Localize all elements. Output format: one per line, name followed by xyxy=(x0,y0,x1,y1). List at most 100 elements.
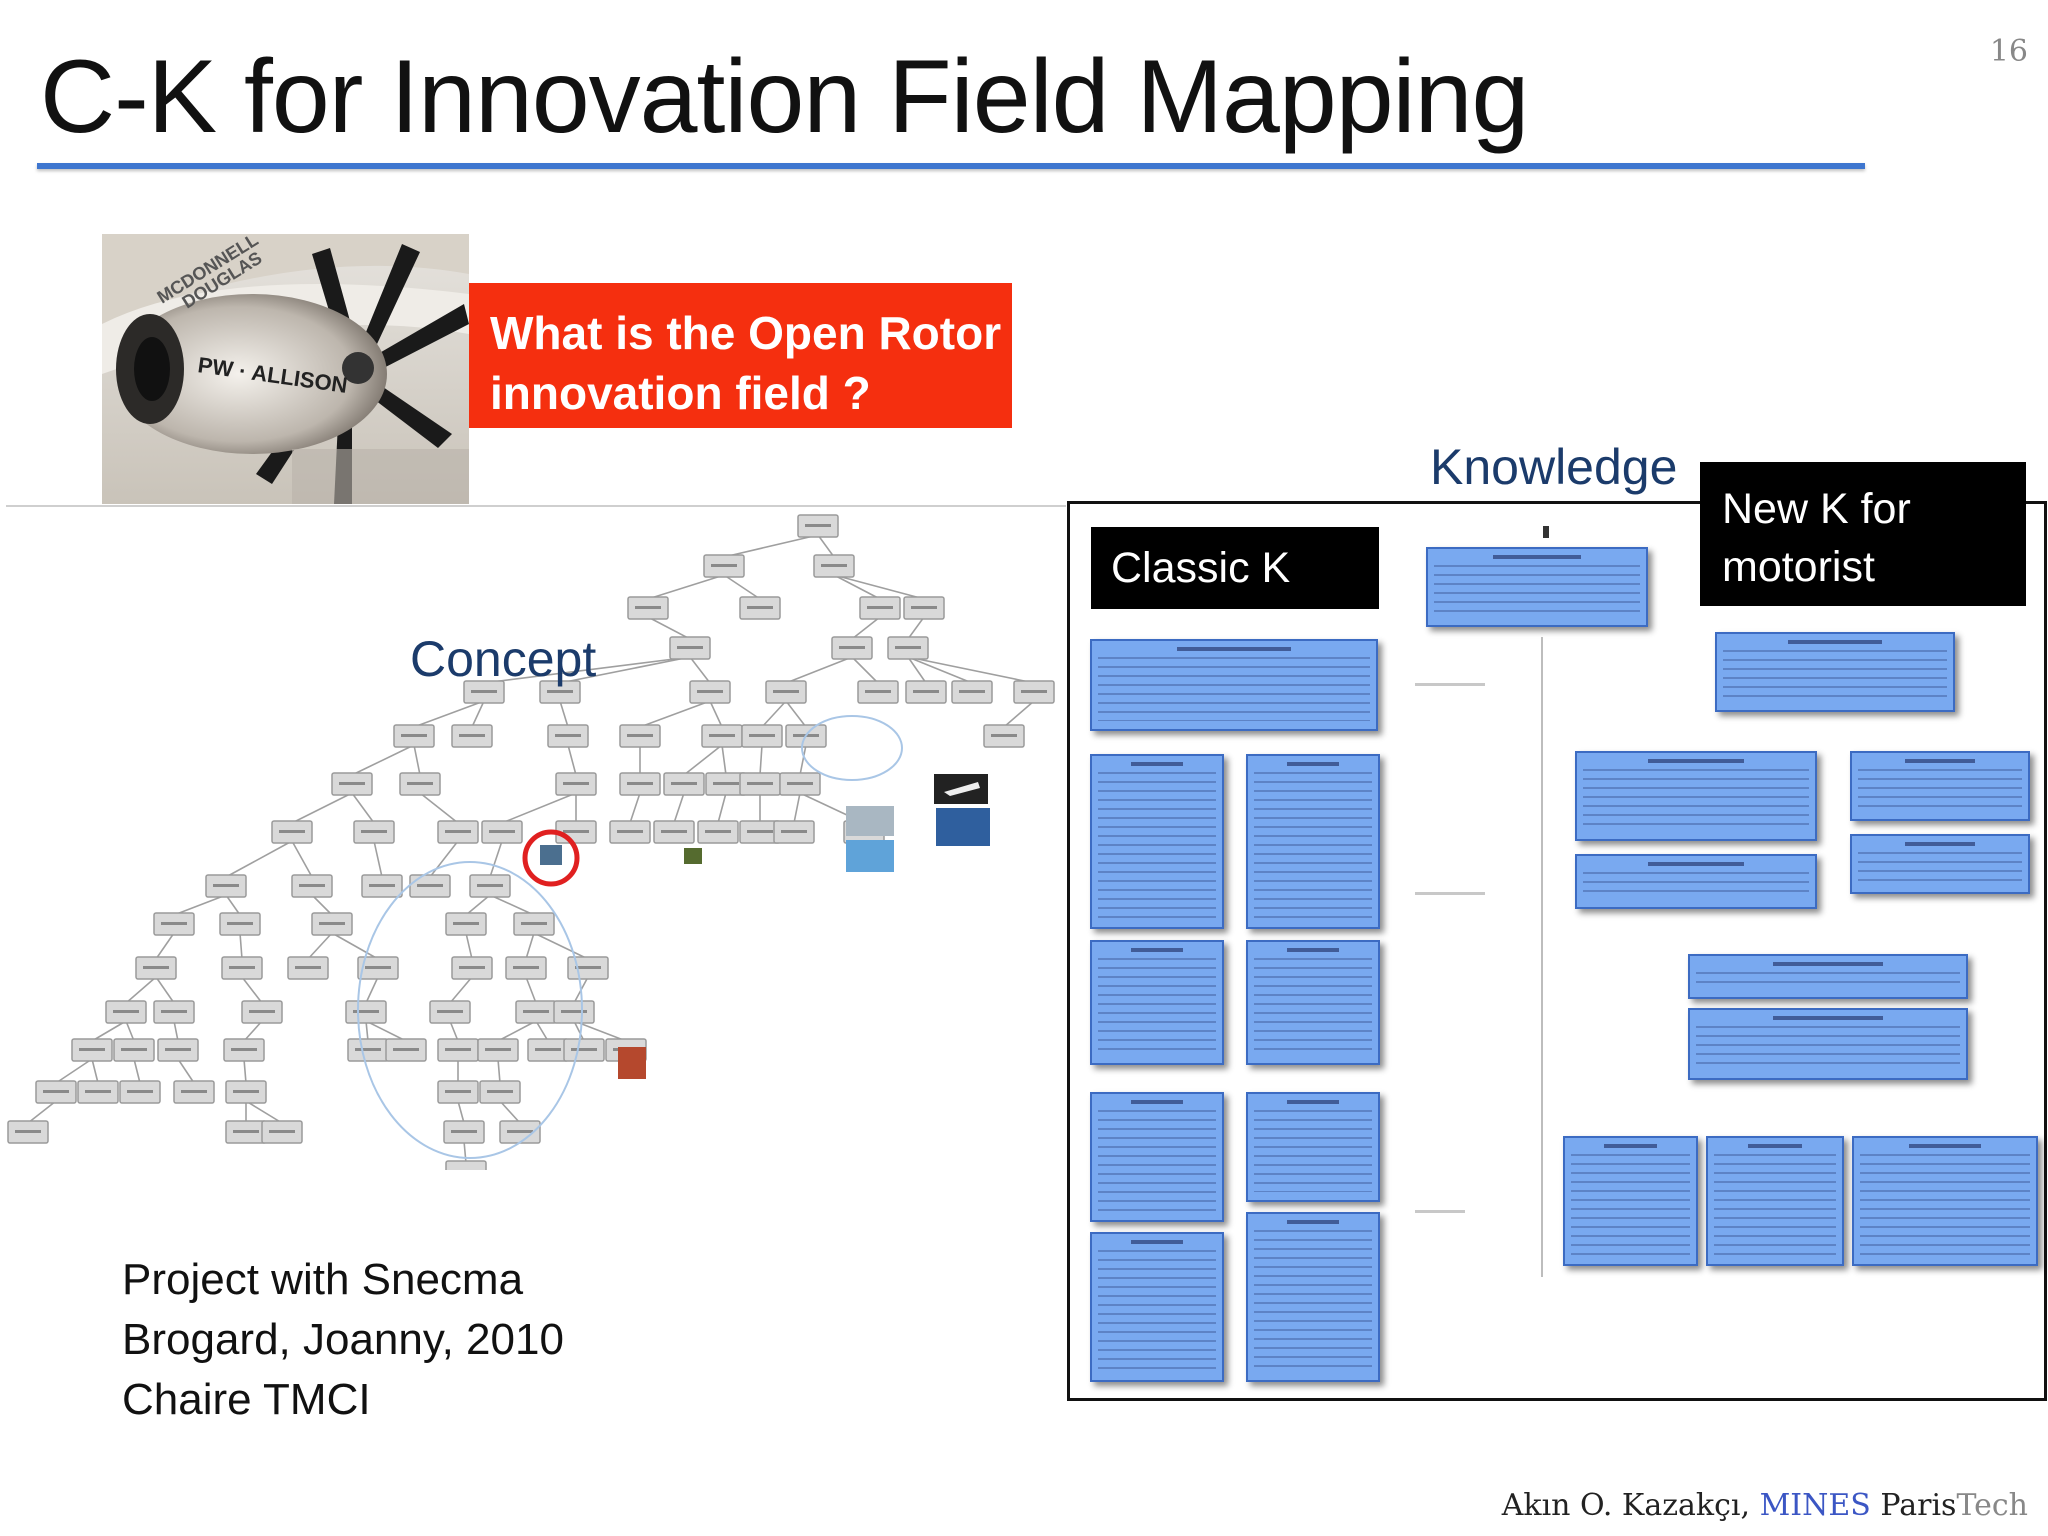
concept-node-text-blur xyxy=(407,782,433,785)
project-info: Project with Snecma Brogard, Joanny, 201… xyxy=(122,1250,564,1430)
k-root-marker xyxy=(1543,526,1549,538)
project-line-3: Chaire TMCI xyxy=(122,1375,371,1424)
knowledge-box xyxy=(1090,639,1378,731)
concept-node-text-blur xyxy=(229,966,255,969)
section-divider xyxy=(6,505,1066,507)
concept-node-text-blur xyxy=(991,734,1017,737)
concept-node-text-blur xyxy=(233,1130,259,1133)
knowledge-box xyxy=(1090,1232,1224,1382)
project-line-2: Brogard, Joanny, 2010 xyxy=(122,1315,564,1364)
concept-node-text-blur xyxy=(773,690,799,693)
concept-tree-diagram xyxy=(7,514,1055,1170)
knowledge-box xyxy=(1246,1212,1380,1382)
footer-paris: Paris xyxy=(1870,1488,1957,1523)
knowledge-box xyxy=(1852,1136,2038,1266)
concept-node-text-blur xyxy=(513,966,539,969)
concept-node-text-blur xyxy=(617,830,643,833)
concept-node-text-blur xyxy=(661,830,687,833)
concept-node-text-blur xyxy=(821,564,847,567)
concept-node-text-blur xyxy=(489,830,515,833)
concept-node-text-blur xyxy=(507,1130,533,1133)
question-line-1: What is the Open Rotor xyxy=(490,307,1002,359)
concept-node-text-blur xyxy=(749,734,775,737)
title-underline xyxy=(37,163,1865,169)
concept-node-text-blur xyxy=(231,1048,257,1051)
concept-node-text-blur xyxy=(709,734,735,737)
concept-node-text-blur xyxy=(555,734,581,737)
concept-node-text-blur xyxy=(299,884,325,887)
concept-node-text-blur xyxy=(805,524,831,527)
concept-node-text-blur xyxy=(233,1090,259,1093)
concept-node-text-blur xyxy=(165,1048,191,1051)
concept-node-text-blur xyxy=(121,1048,147,1051)
knowledge-box xyxy=(1850,834,2030,894)
concept-node-text-blur xyxy=(671,782,697,785)
concept-node-text-blur xyxy=(393,1048,419,1051)
concept-node-text-blur xyxy=(571,1048,597,1051)
concept-node-text-blur xyxy=(523,1010,549,1013)
concept-node-text-blur xyxy=(213,884,239,887)
concept-node-text-blur xyxy=(705,830,731,833)
concept-node-text-blur xyxy=(477,884,503,887)
question-line-2: innovation field ? xyxy=(490,367,871,419)
concept-node-text-blur xyxy=(711,564,737,567)
concept-node-text-blur xyxy=(747,830,773,833)
knowledge-box xyxy=(1246,940,1380,1065)
k-row-marker xyxy=(1415,683,1485,686)
concept-node-text-blur xyxy=(227,922,253,925)
concept-node-text-blur xyxy=(627,782,653,785)
knowledge-box xyxy=(1090,754,1224,929)
new-k-line-2: motorist xyxy=(1722,543,1875,591)
concept-node-text-blur xyxy=(563,830,589,833)
concept-node-text-blur xyxy=(521,922,547,925)
concept-node-text-blur xyxy=(401,734,427,737)
concept-node-text-blur xyxy=(697,690,723,693)
project-line-1: Project with Snecma xyxy=(122,1255,524,1304)
knowledge-box xyxy=(1575,854,1817,909)
concept-node-text-blur xyxy=(865,690,891,693)
knowledge-label: Knowledge xyxy=(1430,439,1678,495)
concept-node-text-blur xyxy=(417,884,443,887)
concept-node-text-blur xyxy=(113,1010,139,1013)
k-row-marker xyxy=(1415,1210,1465,1213)
concept-node-text-blur xyxy=(161,922,187,925)
knowledge-box xyxy=(1688,954,1968,999)
concept-node-text-blur xyxy=(451,1130,477,1133)
page-number: 16 xyxy=(1989,34,2028,69)
concept-node-text-blur xyxy=(161,1010,187,1013)
concept-node-text-blur xyxy=(787,782,813,785)
concept-node-text-blur xyxy=(627,734,653,737)
concept-node-text-blur xyxy=(563,782,589,785)
knowledge-box xyxy=(1850,751,2030,821)
footer-credit: Akın O. Kazakçı, MINES ParisTech xyxy=(1502,1488,2028,1523)
new-k-label: New K for motorist xyxy=(1700,462,2026,606)
knowledge-box xyxy=(1246,1092,1380,1202)
concept-node-text-blur xyxy=(365,966,391,969)
knowledge-box xyxy=(1706,1136,1844,1266)
concept-node-text-blur xyxy=(361,830,387,833)
knowledge-box xyxy=(1715,632,1955,712)
concept-node-text-blur xyxy=(485,1048,511,1051)
concept-node-text-blur xyxy=(79,1048,105,1051)
concept-node-text-blur xyxy=(127,1090,153,1093)
concept-node-text-blur xyxy=(487,1090,513,1093)
concept-node-text-blur xyxy=(445,830,471,833)
concept-node-text-blur xyxy=(575,966,601,969)
concept-node-text-blur xyxy=(143,966,169,969)
knowledge-box xyxy=(1688,1008,1968,1080)
concept-node-text-blur xyxy=(1021,690,1047,693)
concept-node-text-blur xyxy=(959,690,985,693)
highlight-circle xyxy=(522,829,580,887)
concept-node-text-blur xyxy=(867,606,893,609)
concept-node-text-blur xyxy=(747,782,773,785)
concept-node-text-blur xyxy=(535,1048,561,1051)
concept-node-text-blur xyxy=(445,1090,471,1093)
concept-node-text-blur xyxy=(369,884,395,887)
concept-node-text-blur xyxy=(911,606,937,609)
classic-k-label: Classic K xyxy=(1091,527,1379,609)
concept-node-text-blur xyxy=(561,1010,587,1013)
concept-node-text-blur xyxy=(547,690,573,693)
footer-mines: MINES xyxy=(1759,1488,1871,1523)
knowledge-box xyxy=(1563,1136,1698,1266)
new-k-line-1: New K for xyxy=(1722,485,1911,533)
